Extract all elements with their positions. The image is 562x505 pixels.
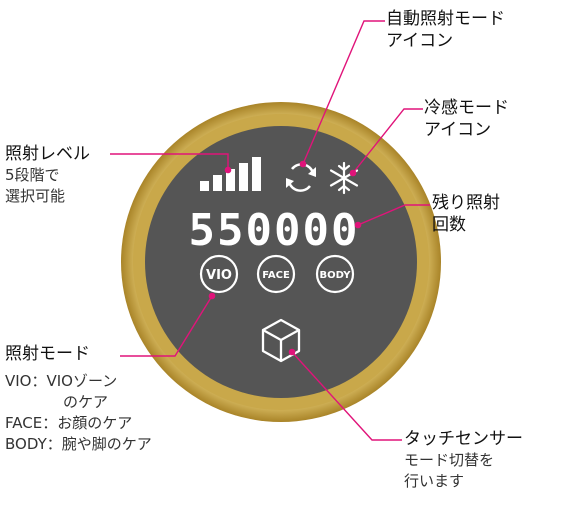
remaining-callout: 残り照射 回数 [432,192,500,236]
sensor-desc-1: モード切替を [404,451,495,469]
callout-line-mode [120,295,213,357]
sensor-desc-2: 行います [404,472,465,490]
remaining-count-display: 550000 [189,205,360,256]
callout-line-remaining [357,204,430,226]
face-button-label: FACE [262,270,290,281]
level-desc-2: 選択可能 [5,187,66,205]
body-button[interactable]: BODY [315,254,355,294]
callout-line-cool [352,108,423,174]
signal-bars-icon [200,157,261,191]
remaining-line-1: 残り照射 [432,193,500,213]
mode-desc-body: BODY：腕や脚のケア [5,435,152,453]
auto-mode-line-2: アイコン [386,31,454,51]
snowflake-icon [329,161,359,195]
auto-mode-callout: 自動照射モード アイコン [386,8,505,52]
auto-cycle-icon [286,163,316,192]
mode-title: 照射モード [5,344,90,364]
touch-sensor-cube-icon[interactable] [261,318,301,363]
vio-button-label: VIO [206,268,232,283]
cool-mode-callout: 冷感モード アイコン [424,97,509,141]
sensor-callout: タッチセンサー モード切替を 行います [404,428,523,492]
sensor-title: タッチセンサー [404,429,523,449]
level-title: 照射レベル [5,144,90,164]
device-face [145,126,417,398]
level-callout: 照射レベル 5段階で 選択可能 [5,143,90,207]
mode-desc-vio-cont: のケア [63,393,109,411]
mode-desc-face: FACE：お顔のケア [5,414,133,432]
callout-lines [110,20,430,441]
mode-desc-vio: VIO：VIOゾーン [5,372,118,390]
level-desc-1: 5段階で [5,166,60,184]
body-button-label: BODY [320,270,352,281]
mode-callout: 照射モード VIO：VIOゾーン のケア FACE：お顔のケア BODY：腕や脚… [5,343,152,455]
callout-line-level [110,153,229,170]
vio-button[interactable]: VIO [199,254,239,294]
callout-line-auto [302,20,385,165]
auto-mode-line-1: 自動照射モード [386,9,505,29]
callout-dots [208,160,362,356]
cool-mode-line-2: アイコン [424,120,492,140]
face-button[interactable]: FACE [256,254,296,294]
callout-line-sensor [291,351,402,441]
cool-mode-line-1: 冷感モード [424,98,509,118]
remaining-line-2: 回数 [432,215,466,235]
